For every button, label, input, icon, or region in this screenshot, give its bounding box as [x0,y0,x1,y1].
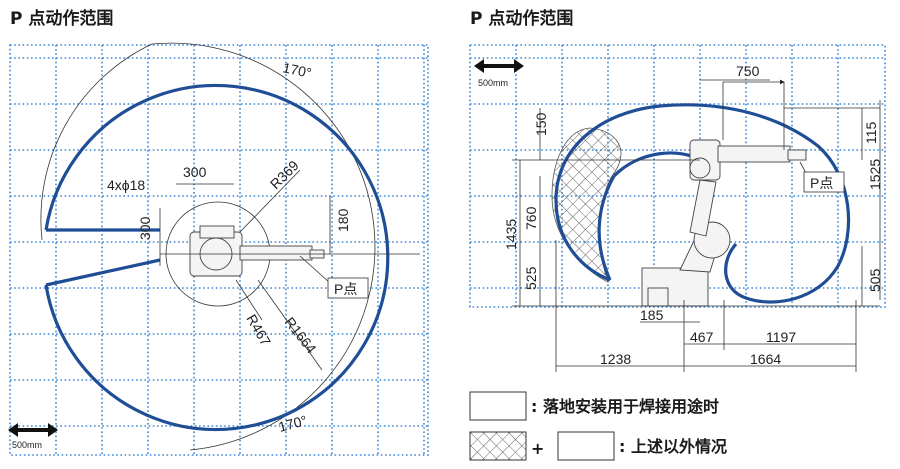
left-grid [9,44,429,456]
right-p-point-box [803,171,845,193]
right-hatched-area [551,127,622,283]
right-dim-467: 467 [690,329,714,345]
right-range-outer [554,103,851,304]
left-angle-bottom: 170° [277,412,309,435]
left-base-hole-label: 4xϕ18 [107,177,145,193]
right-scale-label: 500mm [478,78,508,88]
right-dim-750: 750 [736,63,760,79]
left-range-cut-bottom [45,258,161,287]
right-dim-150: 150 [533,112,549,136]
right-dim-760: 760 [523,206,539,230]
legend-plus: + [531,439,544,458]
right-dim-1664: 1664 [750,351,781,367]
right-dim-1197: 1197 [766,329,796,345]
right-dim-1238: 1238 [600,351,631,367]
right-panel-title: P 点动作范围 [470,8,573,29]
legend-item-1: : 落地安装用于焊接用途时 [531,397,719,416]
right-dim-185: 185 [640,307,664,323]
right-p-point-label: P点 [810,175,833,191]
right-scale-bar: 500mm [474,59,524,88]
right-dim-1435: 1435 [503,219,519,250]
legend-plain-swatch-2 [557,431,615,461]
right-range-inner-left [597,175,616,281]
left-radius-369: R369 [267,157,302,192]
left-p-point-label: P点 [334,281,357,297]
left-scale-label: 500mm [12,440,42,450]
left-panel: P 点动作范围 4xϕ18 [8,8,429,456]
left-robot-top-view [160,225,420,277]
legend-item-2: : 上述以外情况 [619,437,727,456]
left-radius-467: R467 [243,312,274,349]
left-dim-180: 180 [335,208,351,232]
legend-plain-swatch [469,391,527,421]
right-dim-525: 525 [523,266,539,290]
legend: : 落地安装用于焊接用途时 + : 上述以外情况 [469,391,727,461]
right-dim-1525: 1525 [867,159,883,190]
left-radius-1664: R1664 [282,314,320,357]
left-scale-bar: 500mm [8,423,58,450]
left-p-point-box [327,277,369,299]
left-angle-top: 170° [281,59,313,81]
left-outer-angle-arc-2 [40,43,153,241]
legend-hatched-swatch [469,431,527,461]
right-range-inner-top [612,151,701,178]
left-dim-300-vertical: 300 [137,216,153,240]
right-dim-115: 115 [863,121,879,144]
left-panel-title: P 点动作范围 [10,8,113,29]
right-dim-505: 505 [867,268,883,292]
left-dim-300-horizontal: 300 [183,164,207,180]
right-panel: P 点动作范围 [469,8,886,372]
right-robot-side-view [641,139,807,307]
left-range-outer [44,83,390,432]
